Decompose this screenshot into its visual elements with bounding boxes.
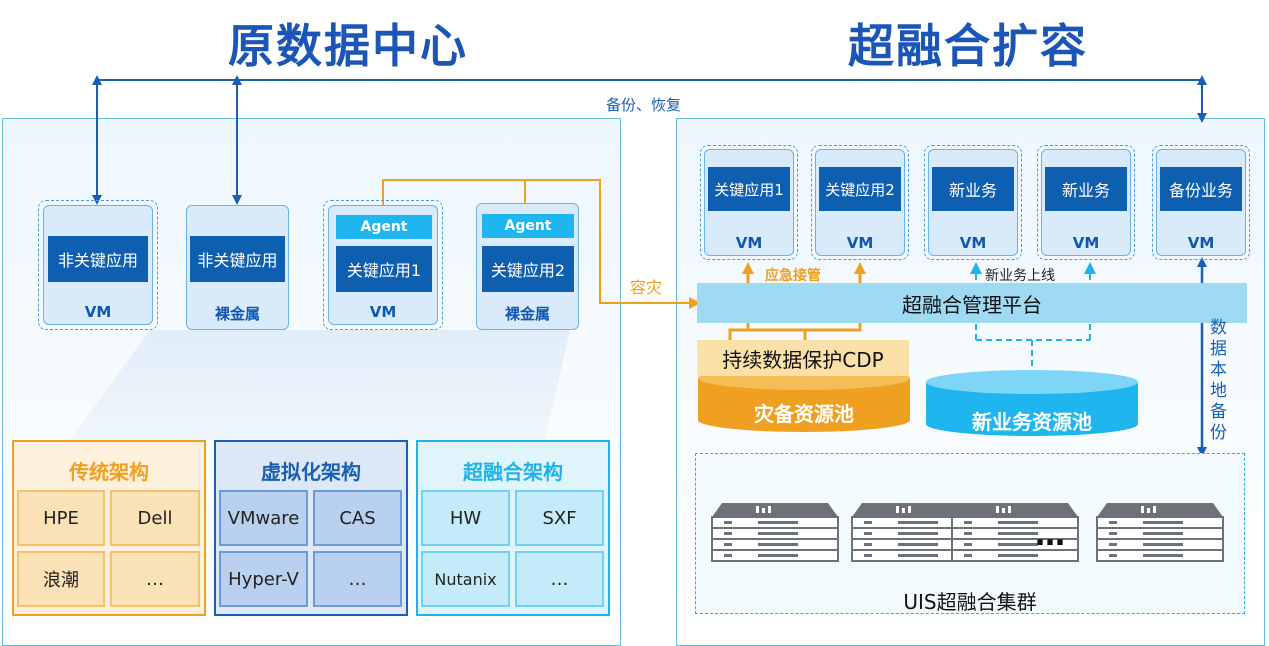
virtualization-arch-title: 虚拟化架构 xyxy=(261,460,361,484)
agent-2: Agent xyxy=(482,214,574,238)
vm-noncritical-vm xyxy=(38,200,158,330)
rvm-3 xyxy=(924,145,1022,260)
vm-noncritical-baremetal-app: 非关键应用 xyxy=(190,236,285,282)
cluster-ellipsis: … xyxy=(1035,518,1065,553)
arch-cell-more-2: … xyxy=(313,551,402,607)
agent-1: Agent xyxy=(336,215,432,239)
vm-critical1-app: 关键应用1 xyxy=(336,246,432,292)
cdp-box: 持续数据保护CDP xyxy=(697,340,909,376)
vm-noncritical-baremetal-host: 裸金属 xyxy=(214,305,260,323)
emergency-takeover-label: 应急接管 xyxy=(765,268,821,284)
rvm-4 xyxy=(1037,145,1135,260)
rvm-2 xyxy=(811,145,909,260)
rvm-1-host: VM xyxy=(735,234,763,252)
hci-arch-title: 超融合架构 xyxy=(463,460,563,484)
left-title: 原数据中心 xyxy=(228,19,468,73)
new-business-pool-label: 新业务资源池 xyxy=(972,410,1092,434)
rvm-2-app: 关键应用2 xyxy=(819,167,901,211)
arch-cell-hpe: HPE xyxy=(17,490,105,546)
local-backup-label: 数据本地备份 xyxy=(1210,318,1227,443)
right-title: 超融合扩容 xyxy=(848,19,1088,73)
vm-critical2-host: 裸金属 xyxy=(504,305,550,323)
arch-cell-sxf: SXF xyxy=(515,490,604,546)
rvm-4-host: VM xyxy=(1072,234,1100,252)
rvm-3-host: VM xyxy=(959,234,987,252)
vm-noncritical-vm-host: VM xyxy=(84,303,112,321)
rvm-5-host: VM xyxy=(1187,234,1215,252)
traditional-arch-title: 传统架构 xyxy=(69,460,149,484)
rvm-4-app: 新业务 xyxy=(1045,167,1127,211)
arch-cell-hyperv: Hyper-V xyxy=(219,551,308,607)
vm-critical1-host: VM xyxy=(369,303,397,321)
arch-cell-hw: HW xyxy=(421,490,510,546)
vm-critical2-app: 关键应用2 xyxy=(482,246,574,292)
arch-cell-more-3: … xyxy=(515,551,604,607)
backup-restore-label: 备份、恢复 xyxy=(606,96,682,114)
rvm-5 xyxy=(1152,145,1250,260)
dr-pool-label: 灾备资源池 xyxy=(754,402,854,426)
new-business-online-label: 新业务上线 xyxy=(985,268,1055,284)
cluster-servers xyxy=(711,502,1224,562)
disaster-recovery-label: 容灾 xyxy=(630,278,663,297)
vm-critical1 xyxy=(323,200,443,330)
rvm-1 xyxy=(700,145,798,260)
arch-cell-nutanix: Nutanix xyxy=(421,551,510,607)
uis-cluster-label: UIS超融合集群 xyxy=(903,590,1037,614)
arch-cell-dell: Dell xyxy=(110,490,200,546)
rvm-1-app: 关键应用1 xyxy=(708,167,790,211)
arch-cell-inspur: 浪潮 xyxy=(17,551,105,607)
hci-management-platform: 超融合管理平台 xyxy=(697,283,1247,323)
arch-cell-cas: CAS xyxy=(313,490,402,546)
rvm-3-app: 新业务 xyxy=(932,167,1014,211)
arch-cell-more-1: … xyxy=(110,551,200,607)
rvm-5-app: 备份业务 xyxy=(1160,167,1242,211)
vm-noncritical-vm-app: 非关键应用 xyxy=(48,236,148,282)
arch-cell-vmware: VMware xyxy=(219,490,308,546)
rvm-2-host: VM xyxy=(846,234,874,252)
